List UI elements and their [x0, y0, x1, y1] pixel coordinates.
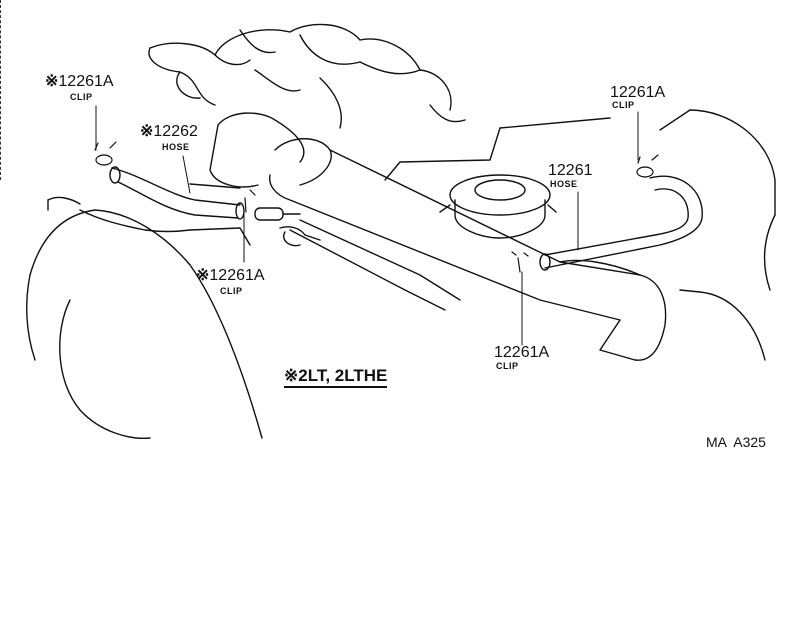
- part-number: 12261A: [209, 267, 265, 284]
- label-mark: ※: [45, 73, 59, 90]
- hose-right: [539, 175, 703, 271]
- engine-block-right: [384, 109, 776, 361]
- part-number: 12261: [548, 162, 593, 179]
- note-mark: ※: [284, 366, 299, 385]
- label-hose-left-sub: HOSE: [162, 142, 190, 152]
- figure-code: MA A325: [706, 434, 766, 450]
- part-number: 12261A: [610, 84, 666, 101]
- leader-lines: [95, 105, 639, 346]
- hose-stub-center: [254, 207, 321, 247]
- hose-left: [109, 166, 245, 220]
- label-mark: ※: [140, 123, 154, 140]
- label-clip-bottom-sub: CLIP: [496, 361, 519, 371]
- label-clip-top-left: ※12261A: [45, 74, 114, 90]
- flywheel-housing: [26, 196, 263, 439]
- intake-pipe: [209, 112, 667, 361]
- part-number: 12261A: [494, 344, 550, 361]
- label-hose-right: 12261: [548, 163, 593, 179]
- engine-outline: [148, 23, 466, 129]
- page-edge-marker: [0, 0, 3, 180]
- filler-cap: [439, 174, 557, 239]
- label-hose-right-sub: HOSE: [550, 179, 578, 189]
- applicability-note: ※2LT, 2LTHE: [284, 366, 388, 388]
- label-clip-top-right-sub: CLIP: [612, 100, 635, 110]
- part-number: 12261A: [58, 73, 114, 90]
- label-clip-mid-left: ※12261A: [196, 268, 265, 284]
- note-text: 2LT, 2LTHE: [298, 366, 388, 385]
- label-clip-bottom: 12261A: [494, 345, 549, 361]
- label-clip-mid-left-sub: CLIP: [220, 286, 243, 296]
- part-number: 12262: [153, 123, 198, 140]
- label-mark: ※: [196, 267, 210, 284]
- label-hose-left: ※12262: [140, 124, 198, 140]
- label-clip-top-right: 12261A: [610, 85, 665, 101]
- label-clip-top-left-sub: CLIP: [70, 92, 93, 102]
